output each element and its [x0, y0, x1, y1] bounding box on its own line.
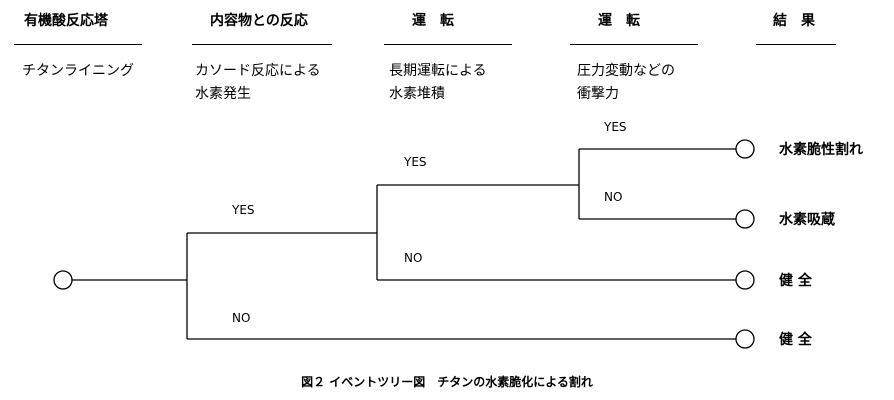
outcome-label: 健 全 [779, 331, 813, 348]
outcome-node [735, 209, 755, 229]
initiating-event-node [53, 270, 73, 290]
branch-label-no: NO [404, 251, 422, 265]
column-header-operation-2: 運 転 [598, 13, 640, 29]
header-underline [384, 44, 512, 45]
outcome-label: 水素吸蔵 [779, 211, 835, 228]
branch-label-yes: YES [603, 120, 627, 134]
column-header-vessel: 有機酸反応塔 [24, 13, 108, 29]
column-header-operation-1: 運 転 [412, 13, 454, 29]
branch-label-no: NO [604, 190, 622, 204]
branch-label-no: NO [232, 311, 250, 325]
outcome-node [735, 139, 755, 159]
outcome-label: 健 全 [779, 272, 813, 289]
outcome-node [735, 270, 755, 290]
outcome-label: 水素脆性割れ [779, 141, 863, 158]
header-underline [756, 44, 836, 45]
header-underline [14, 44, 142, 45]
branch-label-yes: YES [231, 203, 255, 217]
branch-label-yes: YES [403, 155, 427, 169]
column-desc-vessel: チタンライニング [22, 63, 134, 79]
column-desc-operation-1: 長期運転による 水素堆積 [389, 63, 487, 102]
column-desc-operation-2: 圧力変動などの 衝撃力 [577, 63, 675, 102]
column-header-reaction: 内容物との反応 [210, 13, 308, 29]
header-underline [570, 44, 698, 45]
column-desc-reaction: カソード反応による 水素発生 [195, 63, 321, 102]
outcome-node [735, 329, 755, 349]
header-underline [192, 44, 332, 45]
column-header-result: 結 果 [773, 13, 815, 29]
figure-caption: 図２ イベントツリー図 チタンの水素脆化による割れ [301, 375, 593, 389]
